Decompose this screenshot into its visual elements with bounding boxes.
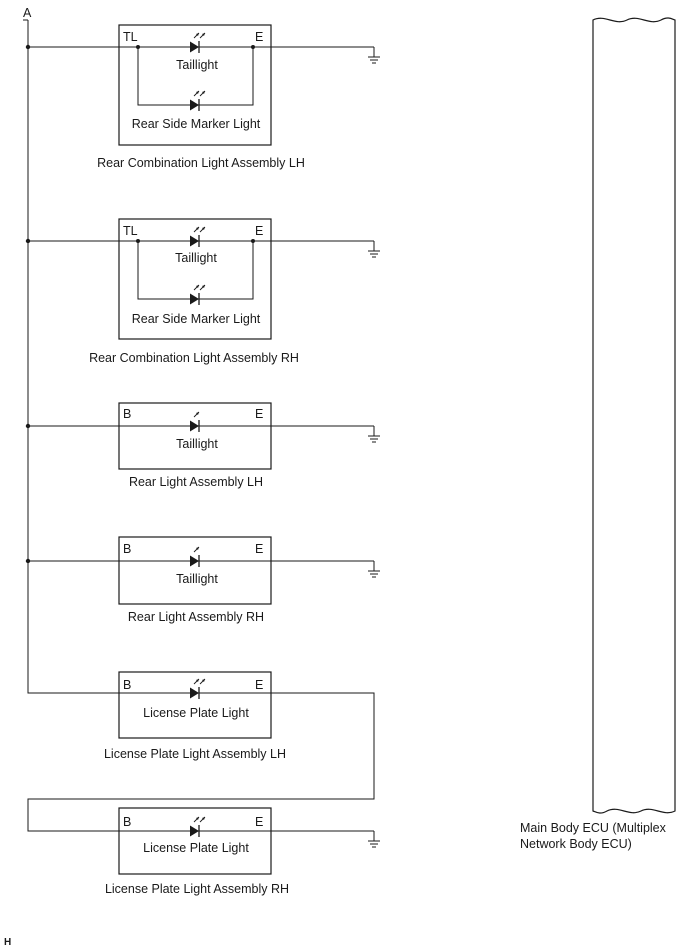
assembly-name: Rear Combination Light Assembly RH xyxy=(89,351,299,365)
pin-left-label: B xyxy=(123,407,131,421)
light-label: License Plate Light xyxy=(143,706,249,720)
assembly-name: Rear Light Assembly RH xyxy=(128,610,264,624)
side-marker-led-icon xyxy=(189,90,206,112)
license-plate-light-assembly-rh: B E License Plate Light License Plate Li… xyxy=(105,807,381,896)
assembly-name: Rear Light Assembly LH xyxy=(129,475,263,489)
assembly-name: License Plate Light Assembly LH xyxy=(104,747,286,761)
ground-icon xyxy=(367,240,381,258)
pin-left-label: TL xyxy=(123,224,138,238)
license-light-led-icon xyxy=(189,816,206,838)
connector-a-label: A xyxy=(23,6,32,20)
main-body-ecu: Main Body ECU (Multiplex Network Body EC… xyxy=(520,17,676,851)
connector-a-terminal xyxy=(23,19,29,28)
assembly-box xyxy=(118,402,272,470)
pin-right-label: E xyxy=(255,224,263,238)
pin-right-label: E xyxy=(255,678,263,692)
assembly-box xyxy=(118,671,272,739)
pin-right-label: E xyxy=(255,30,263,44)
assembly-box xyxy=(118,218,272,340)
pin-right-label: E xyxy=(255,542,263,556)
side-marker-led-icon xyxy=(189,284,206,306)
ecu-label-line1: Main Body ECU (Multiplex xyxy=(520,821,667,835)
taillight-led-icon xyxy=(189,32,206,54)
ground-icon xyxy=(367,560,381,578)
series-wire xyxy=(27,692,375,832)
pin-left-label: TL xyxy=(123,30,138,44)
assembly-box xyxy=(118,807,272,875)
taillight-led-icon xyxy=(189,541,200,568)
light-label: Taillight xyxy=(175,251,217,265)
assembly-box xyxy=(118,24,272,146)
rear-light-assembly-lh: B E Taillight Rear Light Assembly LH xyxy=(25,402,381,489)
light-label: Rear Side Marker Light xyxy=(132,312,261,326)
ground-icon xyxy=(367,830,381,848)
assembly-box xyxy=(118,536,272,605)
pin-right-label: E xyxy=(255,815,263,829)
ground-icon xyxy=(367,425,381,443)
pin-right-label: E xyxy=(255,407,263,421)
ecu-label-line2: Network Body ECU) xyxy=(520,837,632,851)
license-light-led-icon xyxy=(189,678,206,700)
light-label: Taillight xyxy=(176,572,218,586)
pin-left-label: B xyxy=(123,815,131,829)
ecu-outline xyxy=(592,17,676,814)
pin-left-label: B xyxy=(123,542,131,556)
rear-combination-light-assembly-lh: TL E Taillight Rear Side Marker Light Re… xyxy=(25,24,381,170)
corner-mark: H xyxy=(4,937,11,948)
ground-icon xyxy=(367,46,381,64)
light-label: Taillight xyxy=(176,58,218,72)
main-bus-wire xyxy=(27,20,119,694)
license-plate-light-assembly-lh: B E License Plate Light License Plate Li… xyxy=(104,671,286,761)
rear-combination-light-assembly-rh: TL E Taillight Rear Side Marker Light Re… xyxy=(25,218,381,365)
taillight-led-icon xyxy=(189,406,200,433)
pin-left-label: B xyxy=(123,678,131,692)
taillight-led-icon xyxy=(189,226,206,248)
light-label: Rear Side Marker Light xyxy=(132,117,261,131)
rear-light-assembly-rh: B E Taillight Rear Light Assembly RH xyxy=(25,536,381,624)
assembly-name: Rear Combination Light Assembly LH xyxy=(97,156,305,170)
light-label: Taillight xyxy=(176,437,218,451)
light-label: License Plate Light xyxy=(143,841,249,855)
assembly-name: License Plate Light Assembly RH xyxy=(105,882,289,896)
